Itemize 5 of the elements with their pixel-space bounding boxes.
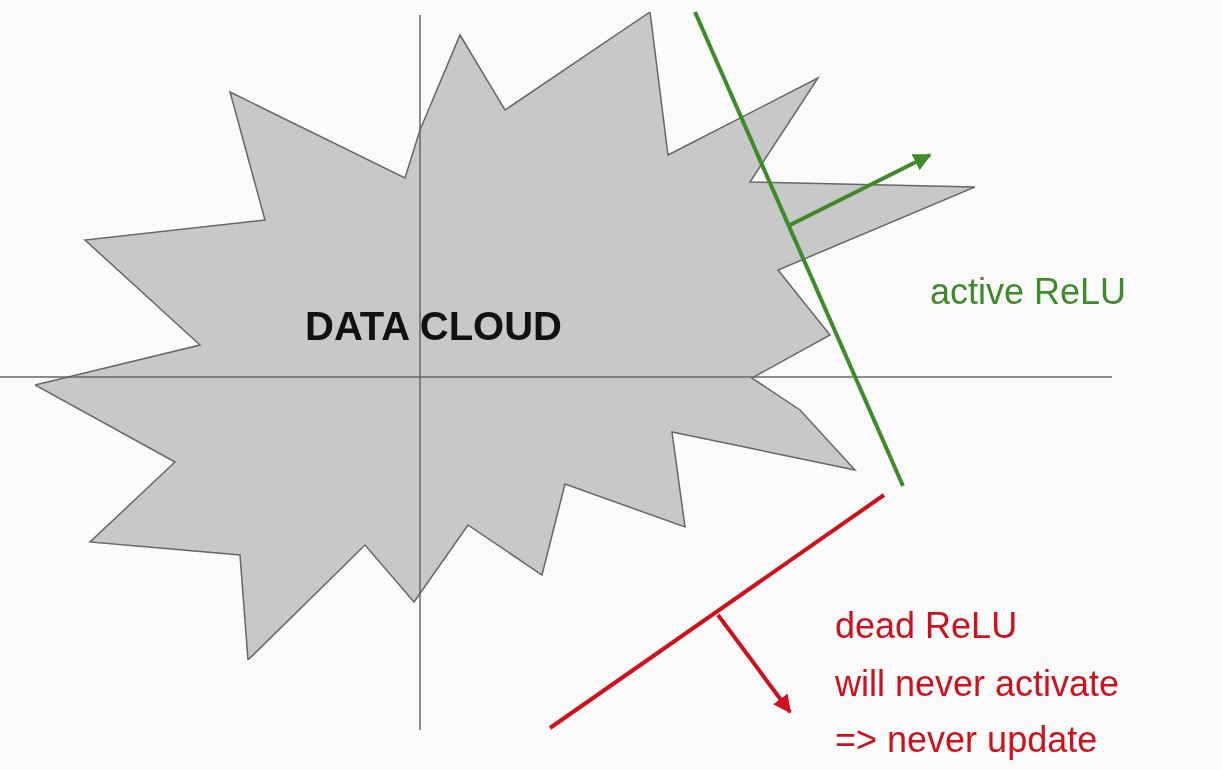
cloud-label: DATA CLOUD [305,306,562,346]
note-text: will never activate [835,662,1120,706]
relu-label: dead ReLU [835,604,1018,648]
relu-label: active ReLU [930,270,1127,314]
note-text: => never update [835,718,1098,762]
